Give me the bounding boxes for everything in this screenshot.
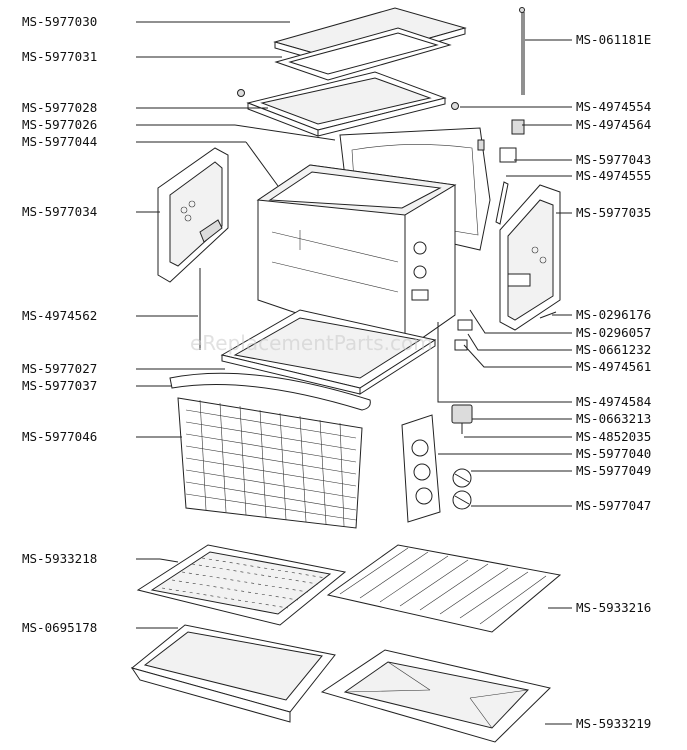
part-label: MS-4974562 (22, 308, 97, 323)
part-label: MS-5977047 (576, 498, 651, 513)
screw-part (451, 102, 459, 110)
part-label: MS-4974564 (576, 117, 651, 132)
left-labels: MS-5977030 MS-5977031 MS-5977028 MS-5977… (22, 14, 97, 635)
oven-body-part (256, 164, 457, 351)
baking-tray-holes (161, 557, 327, 609)
part-label: MS-0661232 (576, 342, 651, 357)
door-grille-part (177, 397, 363, 529)
knob-part-lower (452, 490, 472, 510)
part-label: MS-4852035 (576, 429, 651, 444)
part-label: MS-4974584 (576, 394, 651, 409)
part-label: MS-4974554 (576, 99, 651, 114)
heating-element-rod-part (519, 7, 525, 95)
part-label: MS-5977026 (22, 117, 97, 132)
part-label: MS-5977049 (576, 463, 651, 478)
part-label: MS-5977037 (22, 378, 97, 393)
part-label: MS-5977035 (576, 205, 651, 220)
screw-part (237, 89, 245, 97)
part-label: MS-5977034 (22, 204, 97, 219)
switch-components-part (477, 119, 525, 225)
part-label: MS-061181E (576, 32, 651, 47)
part-label: MS-0296057 (576, 325, 651, 340)
glass-tray-part (220, 309, 437, 395)
right-labels: MS-061181E MS-4974554 MS-4974564 MS-5977… (576, 32, 651, 731)
control-panel-part (401, 414, 441, 523)
curved-bar-part (169, 372, 371, 411)
part-label: MS-5977031 (22, 49, 97, 64)
door-grille-mesh (185, 399, 357, 527)
drip-tray-part (320, 649, 552, 743)
part-label: MS-5977040 (576, 446, 651, 461)
wire-rack-part (326, 544, 562, 633)
part-label: MS-0695178 (22, 620, 97, 635)
top-seal-frame-part (274, 27, 452, 81)
part-label: MS-5977030 (22, 14, 97, 29)
part-label: MS-5933219 (576, 716, 651, 731)
part-label: MS-5977027 (22, 361, 97, 376)
part-label: MS-4974555 (576, 168, 651, 183)
part-label: MS-5977046 (22, 429, 97, 444)
part-label: MS-5933218 (22, 551, 97, 566)
part-label: MS-5977043 (576, 152, 651, 167)
knob-part-upper (452, 468, 472, 488)
wire-rack-bars (339, 547, 547, 625)
part-label: MS-5977044 (22, 134, 97, 149)
timer-unit-part (451, 404, 473, 434)
part-label: MS-4974561 (576, 359, 651, 374)
top-glass-frame-part (246, 71, 447, 137)
left-side-panel-part (157, 147, 229, 283)
watermark: eReplacementParts.com (190, 331, 433, 355)
part-label: MS-0296176 (576, 307, 651, 322)
part-label: MS-5933216 (576, 600, 651, 615)
right-side-panel-part (499, 184, 561, 331)
leader-lines (136, 21, 572, 725)
fastener-parts (454, 311, 557, 351)
baking-tray-part (136, 544, 347, 626)
part-label: MS-5977028 (22, 100, 97, 115)
part-label: MS-0663213 (576, 411, 651, 426)
roasting-pan-part (130, 624, 336, 723)
